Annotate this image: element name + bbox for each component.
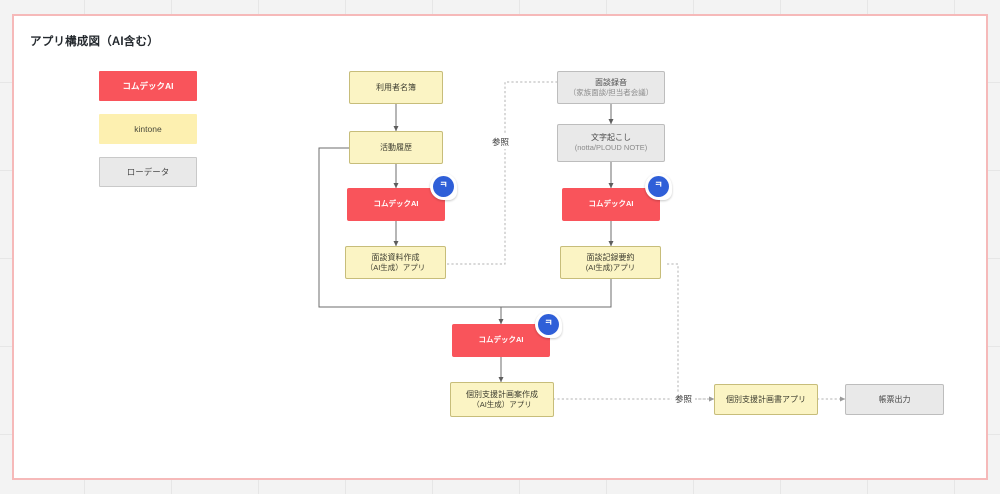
edge-label-reference-bottom: 参照 xyxy=(672,392,696,406)
node-transcription-line1: 文字起こし xyxy=(591,133,631,143)
comdec-ai-logo-icon: ㅋ xyxy=(439,180,448,191)
node-interview-summary-line2: (AI生成)アプリ xyxy=(585,262,636,272)
node-transcription[interactable]: 文字起こし (notta/PLOUD NOTE) xyxy=(557,124,665,162)
node-ai-center-label: コムデックAI xyxy=(478,335,524,345)
node-activity-history-line1: 活動履歴 xyxy=(380,142,412,152)
legend-item-raw-data: ローデータ xyxy=(99,157,197,187)
legend-item-kintone: kintone xyxy=(99,114,197,144)
node-transcription-line2: (notta/PLOUD NOTE) xyxy=(574,143,648,153)
comdec-ai-badge-left: ㅋ xyxy=(430,173,457,200)
node-ai-left-label: コムデックAI xyxy=(373,199,419,209)
edge-summary-bus xyxy=(501,279,612,308)
node-interview-material[interactable]: 面談資料作成 （AI生成）アプリ xyxy=(345,246,446,279)
comdec-ai-badge-center: ㅋ xyxy=(535,311,562,338)
node-plan-draft[interactable]: 個別支援計画案作成 （AI生成）アプリ xyxy=(450,382,554,417)
node-ai-right[interactable]: コムデックAI xyxy=(562,188,660,221)
edge-label-reference-top: 参照 xyxy=(489,135,513,149)
node-interview-material-line1: 面談資料作成 xyxy=(371,252,420,262)
comdec-ai-badge-right: ㅋ xyxy=(645,173,672,200)
node-interview-recording[interactable]: 面談録音 （家族面談/担当者会議） xyxy=(557,71,665,104)
edge-history-bus xyxy=(318,147,501,308)
node-ai-center[interactable]: コムデックAI xyxy=(452,324,550,357)
badge-disc: ㅋ xyxy=(538,314,559,335)
badge-disc: ㅋ xyxy=(648,176,669,197)
comdec-ai-logo-icon: ㅋ xyxy=(544,318,553,329)
node-plan-app[interactable]: 個別支援計画書アプリ xyxy=(714,384,818,415)
node-user-roster-line1: 利用者名簿 xyxy=(376,82,416,92)
page-title: アプリ構成図（AI含む） xyxy=(30,36,159,48)
node-interview-summary[interactable]: 面談記録要約 (AI生成)アプリ xyxy=(560,246,661,279)
legend-item-comdec-ai: コムデックAI xyxy=(99,71,197,101)
node-ai-left[interactable]: コムデックAI xyxy=(347,188,445,221)
badge-disc: ㅋ xyxy=(433,176,454,197)
node-plan-draft-line2: （AI生成）アプリ xyxy=(472,399,532,409)
comdec-ai-logo-icon: ㅋ xyxy=(654,180,663,191)
node-activity-history[interactable]: 活動履歴 xyxy=(349,131,443,164)
edge-reference-material-to-rec xyxy=(447,79,577,265)
node-plan-draft-line1: 個別支援計画案作成 xyxy=(466,389,538,399)
node-interview-recording-line2: （家族面談/担当者会議） xyxy=(568,87,654,97)
node-interview-summary-line1: 面談記録要約 xyxy=(586,252,635,262)
node-interview-material-line2: （AI生成）アプリ xyxy=(365,262,426,272)
legend-label-kintone: kintone xyxy=(134,124,162,134)
node-interview-recording-line1: 面談録音 xyxy=(595,77,627,87)
node-user-roster[interactable]: 利用者名簿 xyxy=(349,71,443,104)
legend-label-raw-data: ローデータ xyxy=(126,167,170,177)
node-plan-app-label: 個別支援計画書アプリ xyxy=(726,394,806,404)
node-ai-right-label: コムデックAI xyxy=(588,199,634,209)
node-form-output[interactable]: 帳票出力 xyxy=(845,384,944,415)
legend-label-comdec-ai: コムデックAI xyxy=(122,81,174,91)
edge-reference-summary-to-plan-app xyxy=(667,263,715,402)
node-form-output-label: 帳票出力 xyxy=(878,394,911,404)
